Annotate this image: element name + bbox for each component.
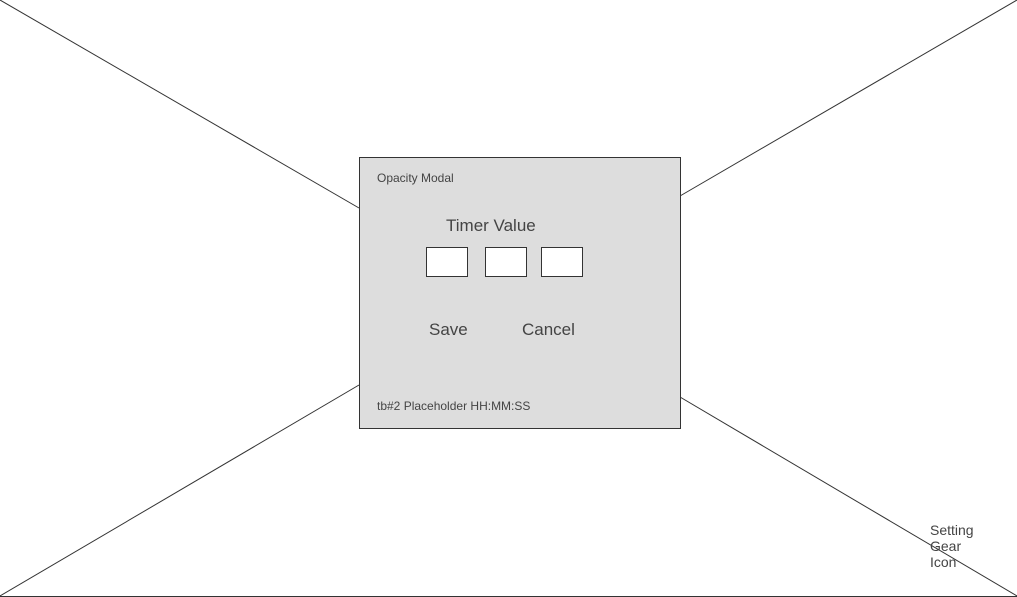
placeholder-diagonal-top-right	[679, 0, 1017, 197]
cancel-button[interactable]: Cancel	[522, 320, 575, 339]
placeholder-note: tb#2 Placeholder HH:MM:SS	[377, 399, 531, 413]
timer-seconds-input[interactable]	[541, 247, 583, 277]
save-button[interactable]: Save	[429, 320, 468, 339]
placeholder-diagonal-top-left	[0, 0, 360, 209]
placeholder-diagonal-bottom-right	[679, 396, 1017, 597]
timer-minutes-input[interactable]	[485, 247, 527, 277]
timer-hours-input[interactable]	[426, 247, 468, 277]
modal-title: Opacity Modal	[377, 171, 454, 185]
timer-value-label: Timer Value	[446, 216, 536, 235]
placeholder-diagonal-bottom-left	[0, 384, 360, 597]
opacity-modal: Opacity Modal Timer Value Save Cancel tb…	[359, 157, 681, 429]
settings-gear-icon[interactable]: Setting Gear Icon	[930, 522, 974, 570]
